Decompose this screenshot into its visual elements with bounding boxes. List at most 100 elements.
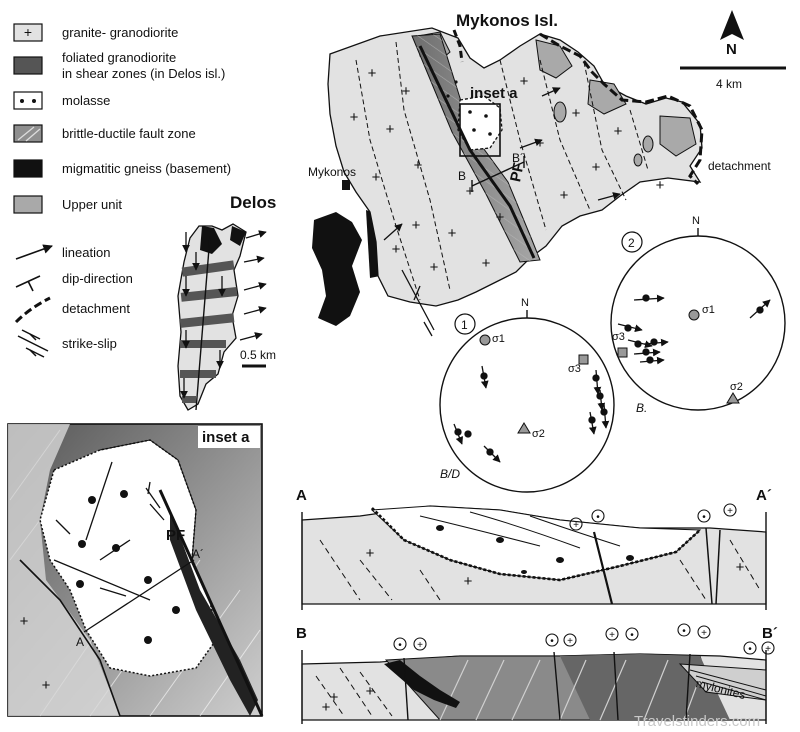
mykonos-upper-4	[659, 115, 697, 157]
stereonet-2-sigma1: σ1	[702, 304, 715, 316]
inset-a-strike-slip	[145, 481, 165, 521]
section-b-plus: +++	[322, 683, 375, 716]
legend-swatch-molasse	[13, 91, 43, 110]
detachment-map-label: detachment	[708, 159, 771, 173]
mykonos-lineations	[383, 87, 621, 241]
section-a-symbol-marks: +••+	[573, 506, 733, 531]
dip-direction-icon	[15, 275, 41, 292]
svg-text:+: +	[560, 187, 569, 204]
legend-label-upper: Upper unit	[62, 197, 122, 212]
inset-a-title-bg	[198, 426, 260, 448]
svg-text:+: +	[496, 209, 505, 226]
delos-band-4	[180, 340, 226, 348]
delos-lineations	[180, 230, 267, 399]
svg-text:+: +	[368, 65, 377, 82]
section-a-prime-label: A´	[756, 487, 772, 504]
inset-a-left-fault	[19, 559, 121, 717]
delos-band-3	[179, 313, 235, 328]
section-b-faults	[403, 651, 691, 721]
mykonos-upper-5	[553, 101, 567, 123]
svg-text:•: •	[682, 626, 686, 637]
section-a-fault-3	[715, 529, 721, 605]
delos-scale-label: 0.5 km	[240, 348, 276, 362]
svg-text:+: +	[482, 255, 491, 272]
svg-text:+: +	[765, 644, 771, 655]
legend-label-foliated-1: foliated granodiorite	[62, 50, 176, 65]
svg-text:+: +	[430, 259, 439, 276]
inset-a-plus: ++	[20, 613, 51, 694]
svg-text:+: +	[614, 123, 623, 140]
section-a-dashed	[319, 539, 761, 601]
stereonet-1-number: 1	[461, 318, 468, 332]
legend-label-lineation: lineation	[62, 245, 110, 260]
inset-a-pf-label: PF	[166, 527, 185, 544]
section-b-label: B	[296, 625, 307, 642]
mykonos-town-marker	[342, 180, 350, 190]
section-b-mylonite-lines	[689, 669, 767, 701]
section-a-plus: +++	[366, 545, 745, 590]
stereonet-1-sigma3-marker	[578, 354, 589, 365]
section-b-strike-slip-symbols	[393, 623, 775, 655]
watermark-text: Travelstinders.com	[634, 713, 760, 730]
stereonet-2-sigma1-marker	[688, 309, 700, 321]
cross-section-a: +++ A A´ +••+	[296, 487, 772, 610]
svg-text:+: +	[573, 520, 579, 531]
delos-band-5	[180, 370, 216, 378]
mykonos-detachment	[539, 32, 704, 186]
svg-text:+: +	[736, 559, 745, 576]
svg-text:+: +	[414, 157, 423, 174]
mykonos-granite-symbols: +++ +++ +++ +++ +++ +++ ++	[350, 65, 665, 276]
north-arrow-icon	[720, 10, 744, 40]
stereonet-2-number: 2	[628, 236, 635, 250]
svg-text:+: +	[322, 699, 331, 716]
section-a-dots	[436, 525, 634, 574]
svg-text:•: •	[596, 512, 600, 523]
svg-text:+: +	[448, 225, 457, 242]
delos-fault	[195, 235, 211, 411]
legend-label-granite: granite- granodiorite	[62, 25, 178, 40]
section-a-label: A	[296, 487, 307, 504]
inset-a-a-prime-label: A´	[192, 547, 204, 561]
svg-text:+: +	[701, 628, 707, 639]
inset-a-a-label: A	[76, 635, 84, 649]
svg-text:+: +	[464, 573, 473, 590]
section-b-prime-label: B´	[762, 625, 778, 642]
map-scale-label: 4 km	[716, 77, 742, 91]
stereonet-1-label: B/D	[440, 467, 460, 481]
svg-text:+: +	[572, 105, 581, 122]
detachment-icon	[14, 296, 51, 324]
svg-text:•: •	[748, 644, 752, 655]
mykonos-upper-7	[633, 153, 643, 167]
svg-text:•: •	[398, 640, 402, 651]
stereonet-1: N 1 B/D σ1 σ3 σ2	[439, 297, 615, 493]
svg-text:+: +	[350, 109, 359, 126]
legend-label-fault-zone: brittle-ductile fault zone	[62, 126, 196, 141]
delos-gneiss	[200, 226, 222, 254]
inset-a: PF A A´ ++ inset a	[7, 423, 264, 717]
svg-text:+: +	[372, 169, 381, 186]
svg-text:+: +	[402, 83, 411, 100]
section-b-prime-map-label: B´	[512, 151, 524, 165]
legend-swatch-granite-plus: +	[24, 24, 32, 40]
mykonos-upper-6	[642, 135, 654, 153]
mykonos-foliation-traces	[355, 41, 649, 301]
inset-a-molasse-solid	[99, 439, 197, 561]
legend-label-molasse: molasse	[62, 93, 110, 108]
inset-a-pf-wedge	[170, 510, 258, 716]
legend-swatch-upper	[13, 195, 43, 214]
section-b-hatching	[439, 659, 705, 721]
section-a-detachment	[371, 507, 701, 582]
stereonet-1-sigma3: σ3	[568, 363, 581, 375]
stereonet-1-sigma2: σ2	[532, 428, 545, 440]
section-a-fault	[592, 531, 614, 605]
section-b-map-label: B	[458, 169, 466, 183]
svg-text:+: +	[42, 677, 51, 694]
legend-swatch-granite	[13, 23, 43, 42]
stereonet-1-lineations	[453, 365, 610, 463]
svg-text:+: +	[536, 135, 545, 152]
inset-a-faults	[53, 461, 151, 601]
legend-swatch-foliated	[13, 56, 43, 75]
lineation-icon	[15, 244, 53, 260]
svg-text:+: +	[592, 159, 601, 176]
